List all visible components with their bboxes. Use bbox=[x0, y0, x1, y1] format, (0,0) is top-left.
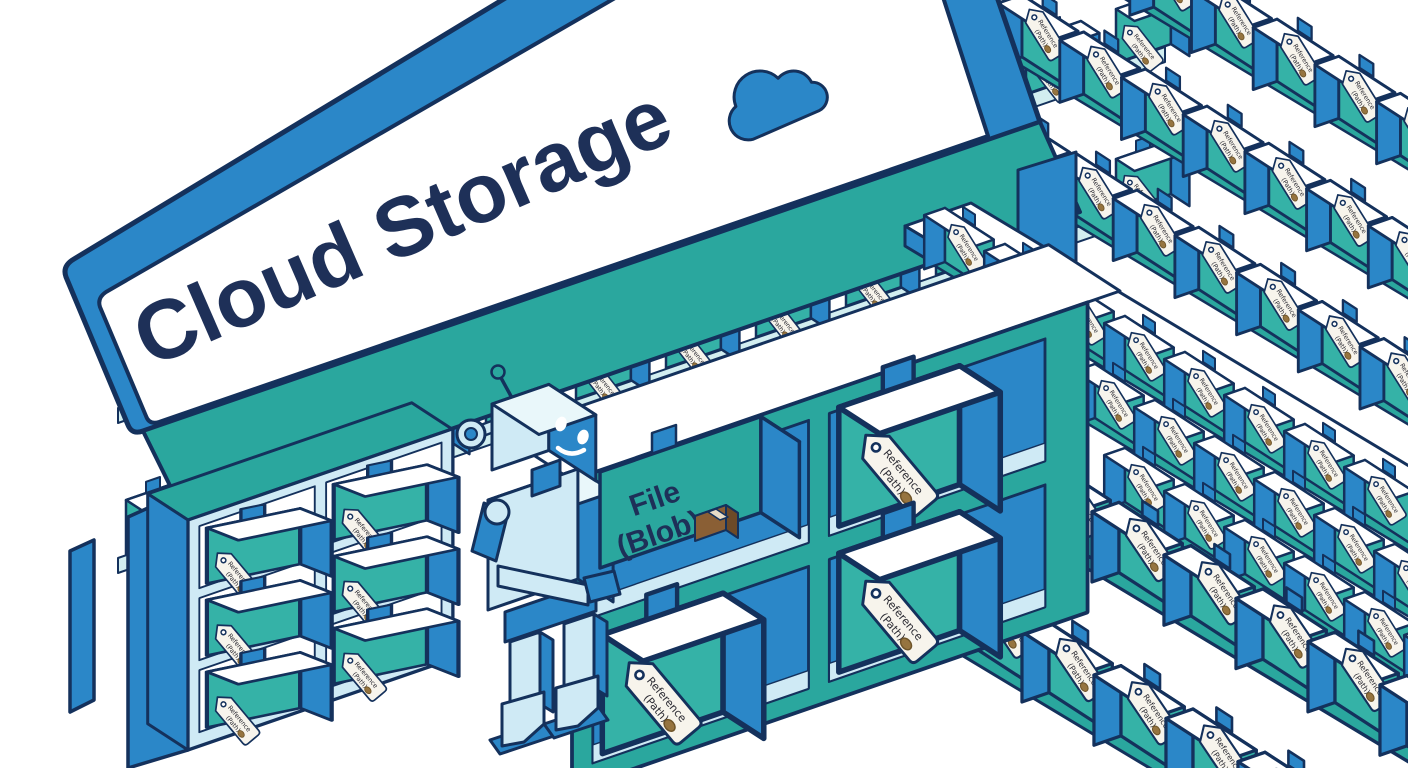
reference-tag: Reference(Path) bbox=[1156, 0, 1199, 12]
antenna-icon bbox=[490, 364, 506, 380]
storage-box bbox=[1366, 214, 1408, 318]
reference-tag: Reference(Path) bbox=[1148, 82, 1191, 136]
left-rack: Reference(Path)Reference(Path)Reference(… bbox=[146, 401, 459, 752]
reference-tag: Reference(Path) bbox=[214, 696, 261, 746]
robot-face bbox=[555, 416, 589, 456]
cloud-icon bbox=[727, 69, 829, 142]
robot-head bbox=[455, 364, 598, 498]
reference-tag: Reference(Path) bbox=[861, 433, 940, 519]
top-right-racks: Reference(Path) Reference(Path) Reference(… bbox=[926, 0, 1408, 439]
center-rack-boxes: Reference(Path)Reference(Path)Reference(… bbox=[602, 357, 1000, 754]
storage-box bbox=[1375, 90, 1408, 194]
left-rack-boxes: Reference(Path)Reference(Path)Reference(… bbox=[207, 460, 459, 746]
parcel-icon bbox=[694, 504, 739, 542]
robot-arm bbox=[470, 498, 590, 607]
robot-hand bbox=[582, 569, 622, 604]
reference-tag: Reference(Path) bbox=[1337, 523, 1377, 574]
reference-tag: Reference(Path) bbox=[1307, 571, 1347, 622]
reference-tag: Reference(Path) bbox=[1395, 231, 1408, 285]
robot-legs bbox=[488, 612, 610, 756]
robot-mascot bbox=[455, 364, 615, 756]
